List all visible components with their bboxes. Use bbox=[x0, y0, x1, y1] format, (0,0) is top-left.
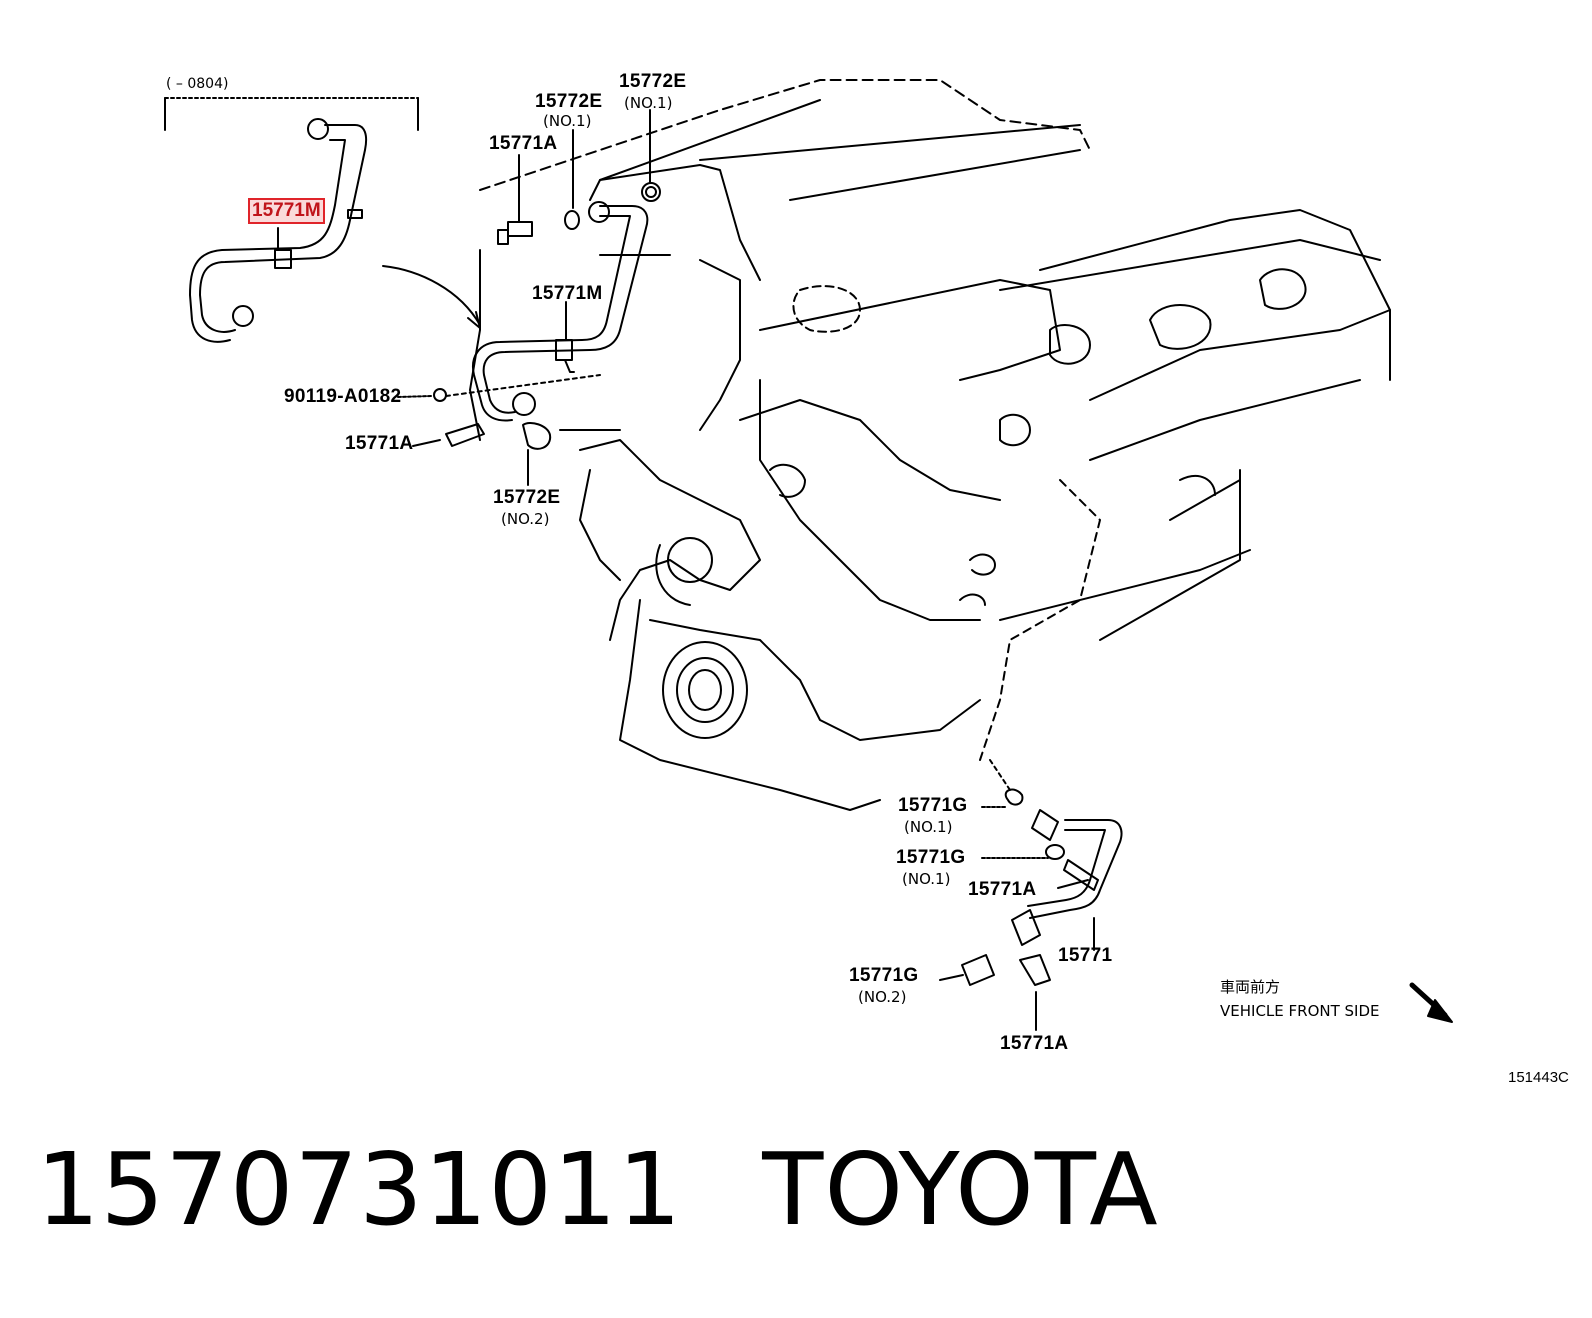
inset-pipe-illustration bbox=[164, 97, 481, 343]
part-label-15771g[interactable]: 15771G bbox=[896, 847, 966, 868]
part-label-15772e[interactable]: 15772E bbox=[535, 91, 603, 112]
part-sublabel: (NO.1) bbox=[543, 112, 592, 130]
part-label-15771g[interactable]: 15771G bbox=[849, 965, 919, 986]
part-label-15771a[interactable]: 15771A bbox=[345, 433, 414, 454]
range-note: ( – 0804) bbox=[166, 76, 229, 92]
vehicle-front-side-jp: 車両前方 bbox=[1220, 978, 1281, 996]
part-sublabel: (NO.2) bbox=[858, 988, 907, 1006]
part-label-15771g[interactable]: 15771G bbox=[898, 795, 968, 816]
part-label-15771a[interactable]: 15771A bbox=[968, 879, 1037, 900]
part-label-15772e[interactable]: 15772E bbox=[619, 71, 687, 92]
part-sublabel: (NO.1) bbox=[902, 870, 951, 888]
lower-pipe-illustration bbox=[939, 759, 1123, 1031]
caption-brand: TOYOTA bbox=[762, 1131, 1159, 1248]
part-label-15771m[interactable]: 15771M bbox=[532, 283, 603, 304]
illustration-id: 151443C bbox=[1508, 1069, 1569, 1086]
parts-diagram bbox=[164, 79, 1453, 1031]
vehicle-front-arrow-icon bbox=[1409, 982, 1453, 1023]
part-label-90119-a0182[interactable]: 90119-A0182 bbox=[284, 386, 402, 407]
upper-pipe-illustration bbox=[397, 109, 661, 486]
caption-part-number: 1570731011 bbox=[36, 1131, 683, 1248]
vehicle-front-side-label: VEHICLE FRONT SIDE bbox=[1220, 1002, 1380, 1020]
part-sublabel: (NO.1) bbox=[904, 818, 953, 836]
engine-outline bbox=[469, 79, 1391, 811]
highlighted-part-label[interactable]: 15771M bbox=[248, 198, 325, 224]
part-label-15771a[interactable]: 15771A bbox=[1000, 1033, 1069, 1054]
part-sublabel: (NO.2) bbox=[501, 510, 550, 528]
part-label-15771a[interactable]: 15771A bbox=[489, 133, 558, 154]
part-label-15772e[interactable]: 15772E bbox=[493, 487, 561, 508]
part-label-15771[interactable]: 15771 bbox=[1058, 945, 1113, 966]
part-sublabel: (NO.1) bbox=[624, 94, 673, 112]
